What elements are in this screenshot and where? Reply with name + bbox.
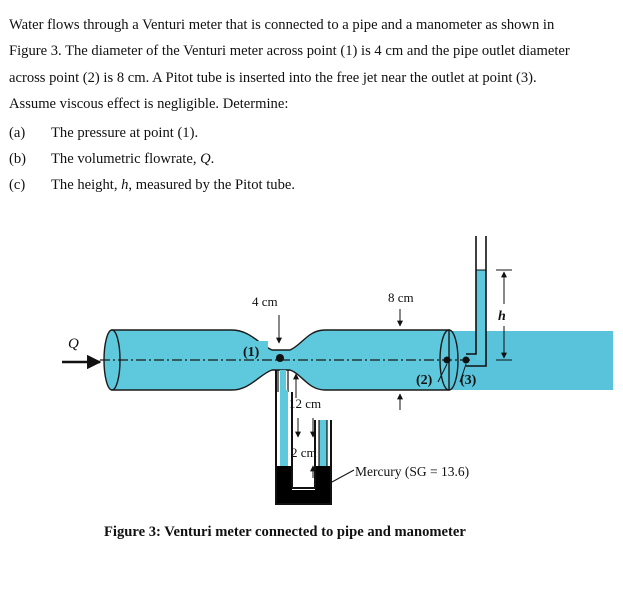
point-1-dot bbox=[276, 354, 284, 362]
point-2-dot bbox=[443, 356, 451, 364]
mercury-leader bbox=[331, 469, 355, 483]
point-3-label: (3) bbox=[460, 373, 477, 388]
pitot-tube-inner bbox=[466, 236, 477, 355]
question-b-label: (b) bbox=[9, 151, 27, 167]
point-3-leader bbox=[459, 363, 467, 383]
outlet-diameter-label: 8 cm bbox=[388, 290, 414, 305]
manometer-mercury bbox=[276, 466, 331, 504]
question-c-prefix: The height, bbox=[51, 177, 122, 193]
point-2-label: (2) bbox=[416, 373, 433, 388]
question-b-prefix: The volumetric flowrate, bbox=[51, 151, 201, 167]
question-b-symbol: Q bbox=[200, 151, 211, 167]
manometer-right-water bbox=[319, 420, 327, 466]
flow-label: Q bbox=[68, 336, 79, 352]
manometer-left-water bbox=[280, 390, 288, 466]
question-b-text: The volumetric flowrate, Q. bbox=[51, 151, 214, 168]
point-2-leader bbox=[437, 363, 448, 383]
pitot-tube-outer bbox=[466, 236, 487, 367]
question-b-suffix: . bbox=[210, 151, 215, 167]
problem-line-3: across point (2) is 8 cm. A Pitot tube i… bbox=[9, 69, 537, 86]
problem-line-4: Assume viscous effect is negligible. Det… bbox=[9, 95, 289, 112]
pipe-outlet-end bbox=[439, 329, 459, 391]
dim-2cm-label: 2 cm bbox=[291, 445, 317, 460]
problem-statement: Water flows through a Venturi meter that… bbox=[9, 12, 609, 117]
manometer-inner-wall bbox=[291, 392, 316, 489]
pitot-water-column bbox=[476, 270, 486, 360]
tap-throat bbox=[280, 370, 286, 390]
point-3-dot bbox=[462, 356, 470, 364]
point-1-label-bg bbox=[240, 341, 268, 359]
mercury-label: Mercury (SG = 13.6) bbox=[355, 464, 469, 479]
question-c-symbol: h bbox=[121, 177, 129, 193]
question-c-text: The height, h, measured by the Pitot tub… bbox=[51, 177, 295, 194]
question-c-suffix: , measured by the Pitot tube. bbox=[128, 177, 296, 193]
problem-line-2: Figure 3. The diameter of the Venturi me… bbox=[9, 43, 570, 60]
figure-caption: Figure 3: Venturi meter connected to pip… bbox=[104, 524, 466, 540]
free-jet bbox=[447, 331, 613, 390]
point-1-label: (1) bbox=[243, 345, 260, 360]
h-label: h bbox=[498, 309, 506, 324]
question-a-text: The pressure at point (1). bbox=[51, 125, 199, 141]
throat-diameter-label: 4 cm bbox=[252, 294, 278, 309]
question-c-label: (c) bbox=[9, 177, 26, 193]
problem-line-1: Water flows through a Venturi meter that… bbox=[9, 17, 555, 33]
question-a-label: (a) bbox=[9, 125, 26, 141]
manometer-outer-wall bbox=[275, 370, 332, 505]
dim-12cm-label: 12 cm bbox=[289, 396, 321, 411]
